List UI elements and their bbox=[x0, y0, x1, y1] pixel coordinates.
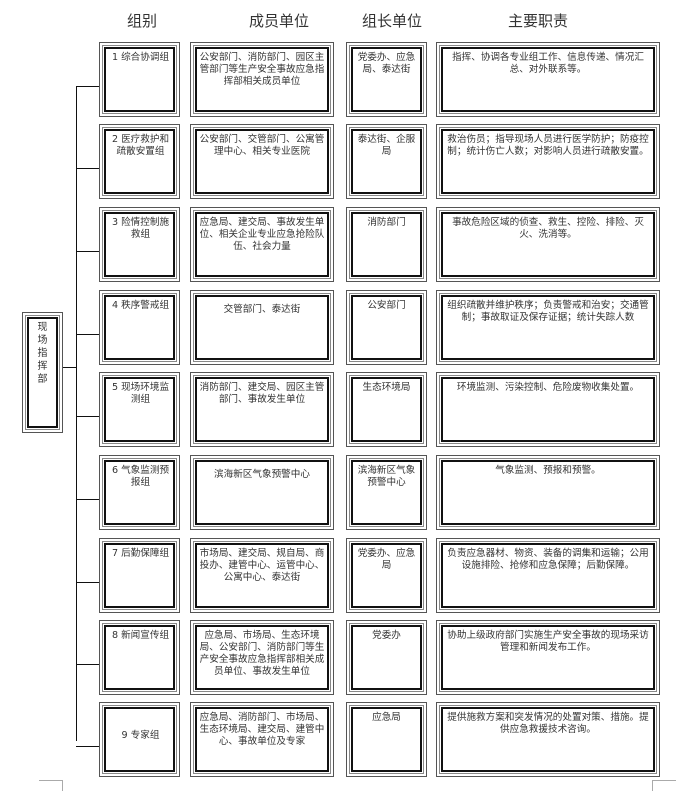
group-duties-box: 环境监测、污染控制、危险废物收集处置。 bbox=[436, 372, 660, 447]
group-leader: 党委办、应急局、泰达街 bbox=[357, 52, 416, 75]
connector-command-to-spine bbox=[63, 367, 76, 368]
group-leader-box: 党委办 bbox=[346, 620, 427, 695]
group-name: 1 综合协调组 bbox=[111, 52, 170, 63]
group-members-box: 公安部门、交管部门、公寓管理中心、相关专业医院 bbox=[190, 124, 334, 199]
group-members: 市场局、建交局、规自局、商投办、建管中心、运管中心、公寓中心、泰达街 bbox=[199, 548, 325, 583]
group-duties: 组织疏散并维护秩序；负责警戒和治安；交通管制；事故取证及保存证据；统计失踪人数 bbox=[447, 300, 649, 323]
group-name-box: 6 气象监测预报组 bbox=[99, 455, 180, 530]
group-leader: 泰达街、企服局 bbox=[357, 134, 416, 157]
group-leader-box: 滨海新区气象预警中心 bbox=[346, 455, 427, 530]
group-members-box: 消防部门、建交局、园区主管部门、事故发生单位 bbox=[190, 372, 334, 447]
group-name: 4 秩序警戒组 bbox=[111, 300, 170, 311]
group-leader-box: 公安部门 bbox=[346, 290, 427, 365]
group-name: 3 险情控制施救组 bbox=[111, 217, 170, 240]
group-duties: 协助上级政府部门实施生产安全事故的现场采访管理和新闻发布工作。 bbox=[447, 630, 649, 653]
group-leader-box: 党委办、应急局、泰达街 bbox=[346, 42, 427, 117]
group-duties-box: 提供施救方案和突发情况的处置对策、措施。提供应急救援技术咨询。 bbox=[436, 702, 660, 777]
group-duties-box: 协助上级政府部门实施生产安全事故的现场采访管理和新闻发布工作。 bbox=[436, 620, 660, 695]
group-members: 应急局、市场局、生态环境局、公安部门、消防部门等生产安全事故应急指挥部相关成员单… bbox=[199, 630, 325, 677]
connector-tick bbox=[76, 168, 99, 169]
group-leader: 党委办 bbox=[372, 630, 401, 641]
command-box: 现 场 指 挥 部 bbox=[22, 312, 63, 433]
header-members: 成员单位 bbox=[249, 12, 310, 30]
group-duties-box: 救治伤员；指导现场人员进行医学防护；防疫控制；统计伤亡人数；对影响人员进行疏散安… bbox=[436, 124, 660, 199]
group-name: 9 专家组 bbox=[121, 730, 160, 741]
group-members-box: 应急局、消防部门、市场局、生态环境局、建交局、建管中心、事故单位及专家 bbox=[190, 702, 334, 777]
header-duties: 主要职责 bbox=[508, 12, 569, 30]
group-members: 消防部门、建交局、园区主管部门、事故发生单位 bbox=[199, 382, 325, 405]
group-leader-box: 应急局 bbox=[346, 702, 427, 777]
group-members-box: 应急局、建交局、事故发生单位、相关企业专业应急抢险队伍、社会力量 bbox=[190, 207, 334, 282]
group-leader-box: 生态环境局 bbox=[346, 372, 427, 447]
group-members: 应急局、建交局、事故发生单位、相关企业专业应急抢险队伍、社会力量 bbox=[199, 217, 325, 252]
connector-tick bbox=[76, 86, 99, 87]
group-name-box: 2 医疗救护和疏散安置组 bbox=[99, 124, 180, 199]
group-duties-box: 气象监测、预报和预警。 bbox=[436, 455, 660, 530]
group-name: 2 医疗救护和疏散安置组 bbox=[111, 134, 170, 157]
group-duties-box: 事故危险区域的侦查、救生、控险、排险、灭火、洗消等。 bbox=[436, 207, 660, 282]
group-name-box: 9 专家组 bbox=[99, 702, 180, 777]
connector-tick bbox=[76, 746, 99, 747]
connector-tick bbox=[76, 582, 99, 583]
group-leader-box: 党委办、应急局 bbox=[346, 538, 427, 613]
group-members-box: 公安部门、消防部门、园区主管部门等生产安全事故应急指挥部相关成员单位 bbox=[190, 42, 334, 117]
connector-tick bbox=[76, 251, 99, 252]
group-members-box: 交管部门、泰达街 bbox=[190, 290, 334, 365]
group-members: 滨海新区气象预警中心 bbox=[214, 469, 310, 480]
connector-tick bbox=[76, 334, 99, 335]
group-duties: 指挥、协调各专业组工作、信息传递、情况汇总、对外联系等。 bbox=[452, 52, 644, 75]
group-members-box: 应急局、市场局、生态环境局、公安部门、消防部门等生产安全事故应急指挥部相关成员单… bbox=[190, 620, 334, 695]
header-leader: 组长单位 bbox=[362, 12, 423, 30]
group-duties: 救治伤员；指导现场人员进行医学防护；防疫控制；统计伤亡人数；对影响人员进行疏散安… bbox=[447, 134, 649, 157]
group-name-box: 4 秩序警戒组 bbox=[99, 290, 180, 365]
group-name-box: 1 综合协调组 bbox=[99, 42, 180, 117]
group-name-box: 7 后勤保障组 bbox=[99, 538, 180, 613]
connector-tick bbox=[76, 664, 99, 665]
group-name: 8 新闻宣传组 bbox=[111, 630, 170, 641]
connector-spine bbox=[76, 86, 77, 741]
page-corner-mark-right bbox=[652, 780, 676, 791]
group-duties: 环境监测、污染控制、危险废物收集处置。 bbox=[456, 382, 640, 393]
group-name: 6 气象监测预报组 bbox=[111, 465, 170, 488]
group-leader: 滨海新区气象预警中心 bbox=[357, 465, 416, 488]
header-group: 组别 bbox=[127, 12, 158, 30]
group-name: 5 现场环境监测组 bbox=[111, 382, 170, 405]
group-leader: 生态环境局 bbox=[362, 382, 411, 393]
group-members: 公安部门、交管部门、公寓管理中心、相关专业医院 bbox=[199, 134, 325, 157]
group-members: 公安部门、消防部门、园区主管部门等生产安全事故应急指挥部相关成员单位 bbox=[199, 52, 325, 87]
group-name-box: 5 现场环境监测组 bbox=[99, 372, 180, 447]
group-name-box: 3 险情控制施救组 bbox=[99, 207, 180, 282]
connector-tick bbox=[76, 499, 99, 500]
group-members: 交管部门、泰达街 bbox=[223, 304, 301, 315]
group-leader: 党委办、应急局 bbox=[357, 548, 416, 571]
group-leader: 消防部门 bbox=[367, 217, 406, 228]
page-corner-mark-left bbox=[39, 780, 63, 791]
group-duties: 气象监测、预报和预警。 bbox=[495, 465, 601, 476]
group-members: 应急局、消防部门、市场局、生态环境局、建交局、建管中心、事故单位及专家 bbox=[199, 712, 325, 747]
group-duties-box: 组织疏散并维护秩序；负责警戒和治安；交通管制；事故取证及保存证据；统计失踪人数 bbox=[436, 290, 660, 365]
connector-tick bbox=[76, 416, 99, 417]
group-duties: 负责应急器材、物资、装备的调集和运输；公用设施排险、抢修和应急保障；后勤保障。 bbox=[447, 548, 649, 571]
group-leader-box: 泰达街、企服局 bbox=[346, 124, 427, 199]
group-duties-box: 指挥、协调各专业组工作、信息传递、情况汇总、对外联系等。 bbox=[436, 42, 660, 117]
group-duties: 事故危险区域的侦查、救生、控险、排险、灭火、洗消等。 bbox=[452, 217, 644, 240]
group-leader-box: 消防部门 bbox=[346, 207, 427, 282]
group-members-box: 市场局、建交局、规自局、商投办、建管中心、运管中心、公寓中心、泰达街 bbox=[190, 538, 334, 613]
group-name: 7 后勤保障组 bbox=[111, 548, 170, 559]
group-duties: 提供施救方案和突发情况的处置对策、措施。提供应急救援技术咨询。 bbox=[447, 712, 649, 735]
group-leader: 公安部门 bbox=[367, 300, 406, 311]
command-label: 现 场 指 挥 部 bbox=[37, 322, 48, 385]
group-leader: 应急局 bbox=[372, 712, 401, 723]
group-duties-box: 负责应急器材、物资、装备的调集和运输；公用设施排险、抢修和应急保障；后勤保障。 bbox=[436, 538, 660, 613]
group-name-box: 8 新闻宣传组 bbox=[99, 620, 180, 695]
group-members-box: 滨海新区气象预警中心 bbox=[190, 455, 334, 530]
